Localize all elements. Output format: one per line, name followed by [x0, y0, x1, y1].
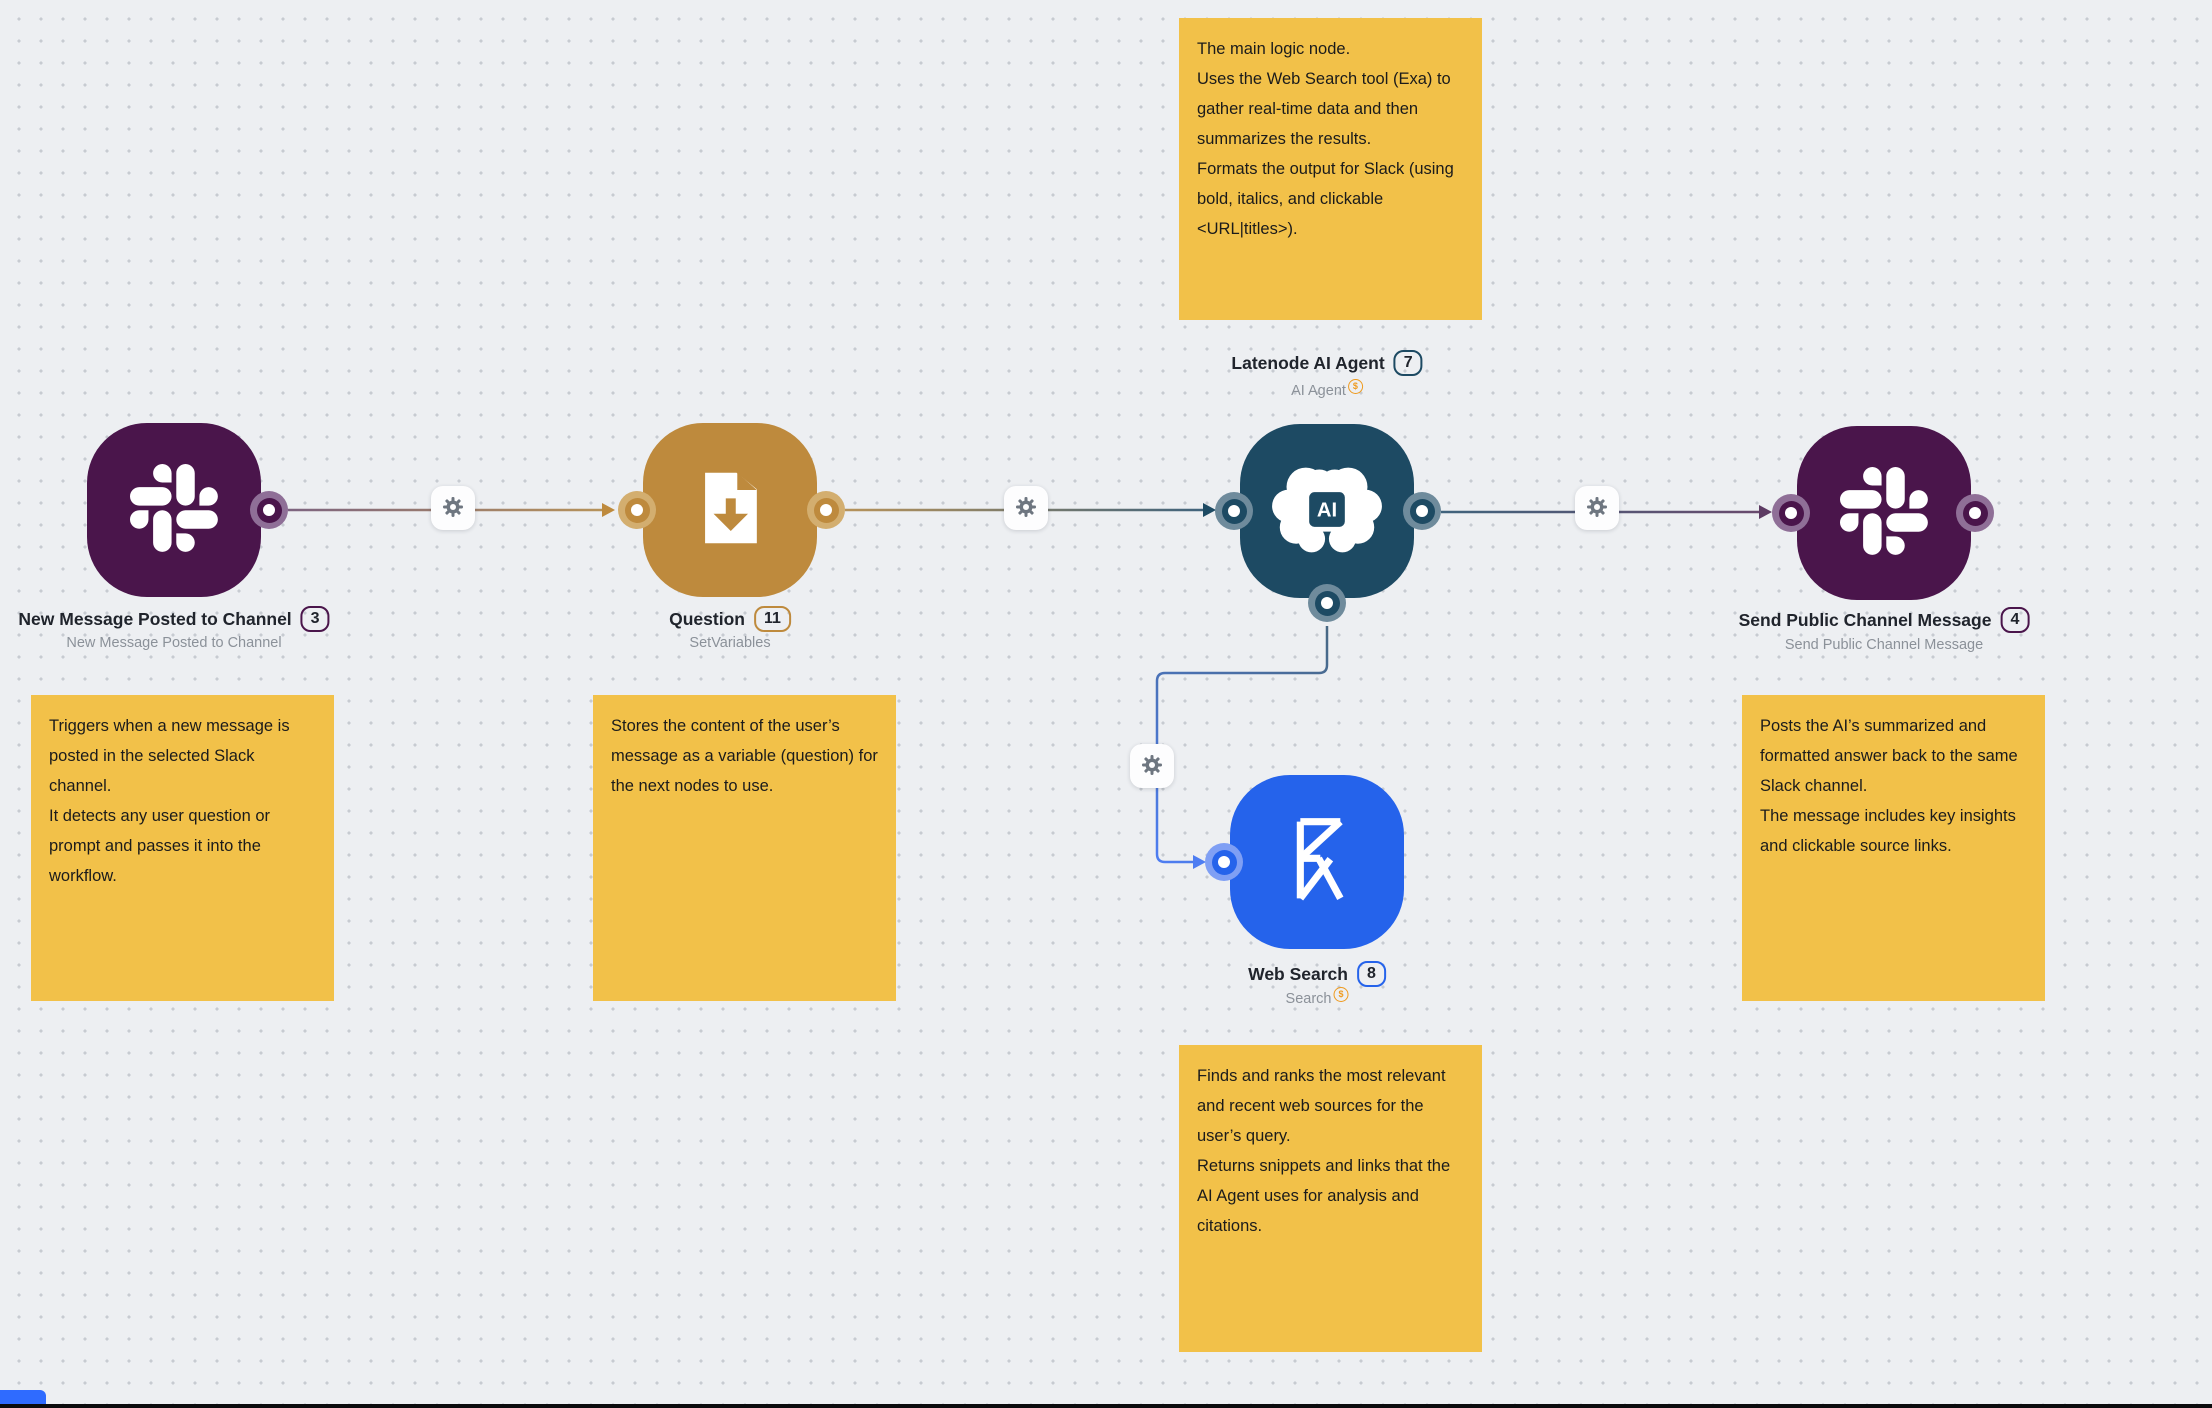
arrowhead-ai: [1203, 503, 1216, 517]
node-title: New Message Posted to Channel: [18, 608, 292, 629]
edge-settings-button-2[interactable]: [1004, 486, 1048, 530]
node-title: Web Search: [1248, 963, 1348, 984]
node-badge: 7: [1393, 350, 1423, 376]
arrowhead-send: [1759, 505, 1772, 519]
cost-icon: $: [1347, 378, 1363, 394]
node-question: Question 11 SetVariables: [618, 423, 845, 651]
note-question[interactable]: Stores the content of the user’s message…: [593, 695, 896, 1001]
note-slack-trigger[interactable]: Triggers when a new message is posted in…: [31, 695, 334, 1001]
ai-brain-icon-body[interactable]: AI: [1240, 424, 1414, 598]
node-subtitle: AI Agent$: [1291, 378, 1363, 400]
node-title: Latenode AI Agent: [1231, 352, 1385, 373]
node-badge: 11: [753, 606, 791, 632]
input-port[interactable]: [618, 491, 656, 529]
node-badge: 3: [300, 606, 330, 632]
node-subtitle: New Message Posted to Channel: [66, 635, 282, 651]
node-web-search: Web Search 8 Search$: [1205, 775, 1404, 1007]
output-port[interactable]: [1956, 494, 1994, 532]
question-node-body[interactable]: [643, 423, 817, 597]
edge-settings-button-3[interactable]: [1575, 486, 1619, 530]
slack-icon: [1840, 466, 1928, 560]
exa-icon: [1275, 810, 1359, 915]
corner-button[interactable]: [0, 1390, 46, 1408]
node-slack-trigger: New Message Posted to Channel 3 New Mess…: [18, 423, 330, 651]
node-title: Question: [669, 608, 745, 629]
note-web-search[interactable]: Finds and ranks the most relevant and re…: [1179, 1045, 1482, 1352]
ai-brain-icon: AI: [1269, 456, 1385, 567]
node-subtitle: SetVariables: [689, 635, 771, 651]
edge-settings-button-4[interactable]: [1130, 744, 1174, 788]
arrowhead-websearch: [1193, 855, 1206, 869]
svg-text:AI: AI: [1317, 499, 1337, 521]
gear-icon: [441, 495, 465, 522]
tool-port[interactable]: [1308, 584, 1346, 622]
note-ai-agent[interactable]: The main logic node. Uses the Web Search…: [1179, 18, 1482, 320]
node-subtitle: Send Public Channel Message: [1784, 637, 1984, 653]
web-search-node-body[interactable]: [1230, 775, 1404, 949]
slack-trigger-node-body[interactable]: [87, 423, 261, 597]
edge-ai-to-websearch: [1155, 626, 1329, 864]
node-badge: 8: [1356, 961, 1386, 987]
node-ai-agent: AI Latenode AI Agent 7 AI Agent$: [1215, 350, 1441, 622]
gear-icon: [1140, 753, 1164, 780]
window-edge: [0, 1404, 2212, 1408]
gear-icon: [1585, 495, 1609, 522]
slack-send-node-body[interactable]: [1797, 426, 1971, 600]
gear-icon: [1014, 495, 1038, 522]
file-download-icon: [684, 462, 776, 559]
output-port[interactable]: [1403, 492, 1441, 530]
node-badge: 4: [2000, 607, 2030, 633]
node-subtitle: Search$: [1286, 986, 1349, 1008]
input-port[interactable]: [1772, 494, 1810, 532]
input-port[interactable]: [1215, 492, 1253, 530]
slack-icon: [130, 463, 218, 557]
note-slack-send[interactable]: Posts the AI’s summarized and formatted …: [1742, 695, 2045, 1001]
arrowhead-question: [602, 503, 615, 517]
node-slack-send: Send Public Channel Message 4 Send Publi…: [1739, 426, 2030, 653]
input-port[interactable]: [1205, 843, 1243, 881]
output-port[interactable]: [250, 491, 288, 529]
cost-icon: $: [1333, 986, 1349, 1002]
node-title: Send Public Channel Message: [1738, 609, 1992, 630]
edge-settings-button-1[interactable]: [431, 486, 475, 530]
output-port[interactable]: [807, 491, 845, 529]
